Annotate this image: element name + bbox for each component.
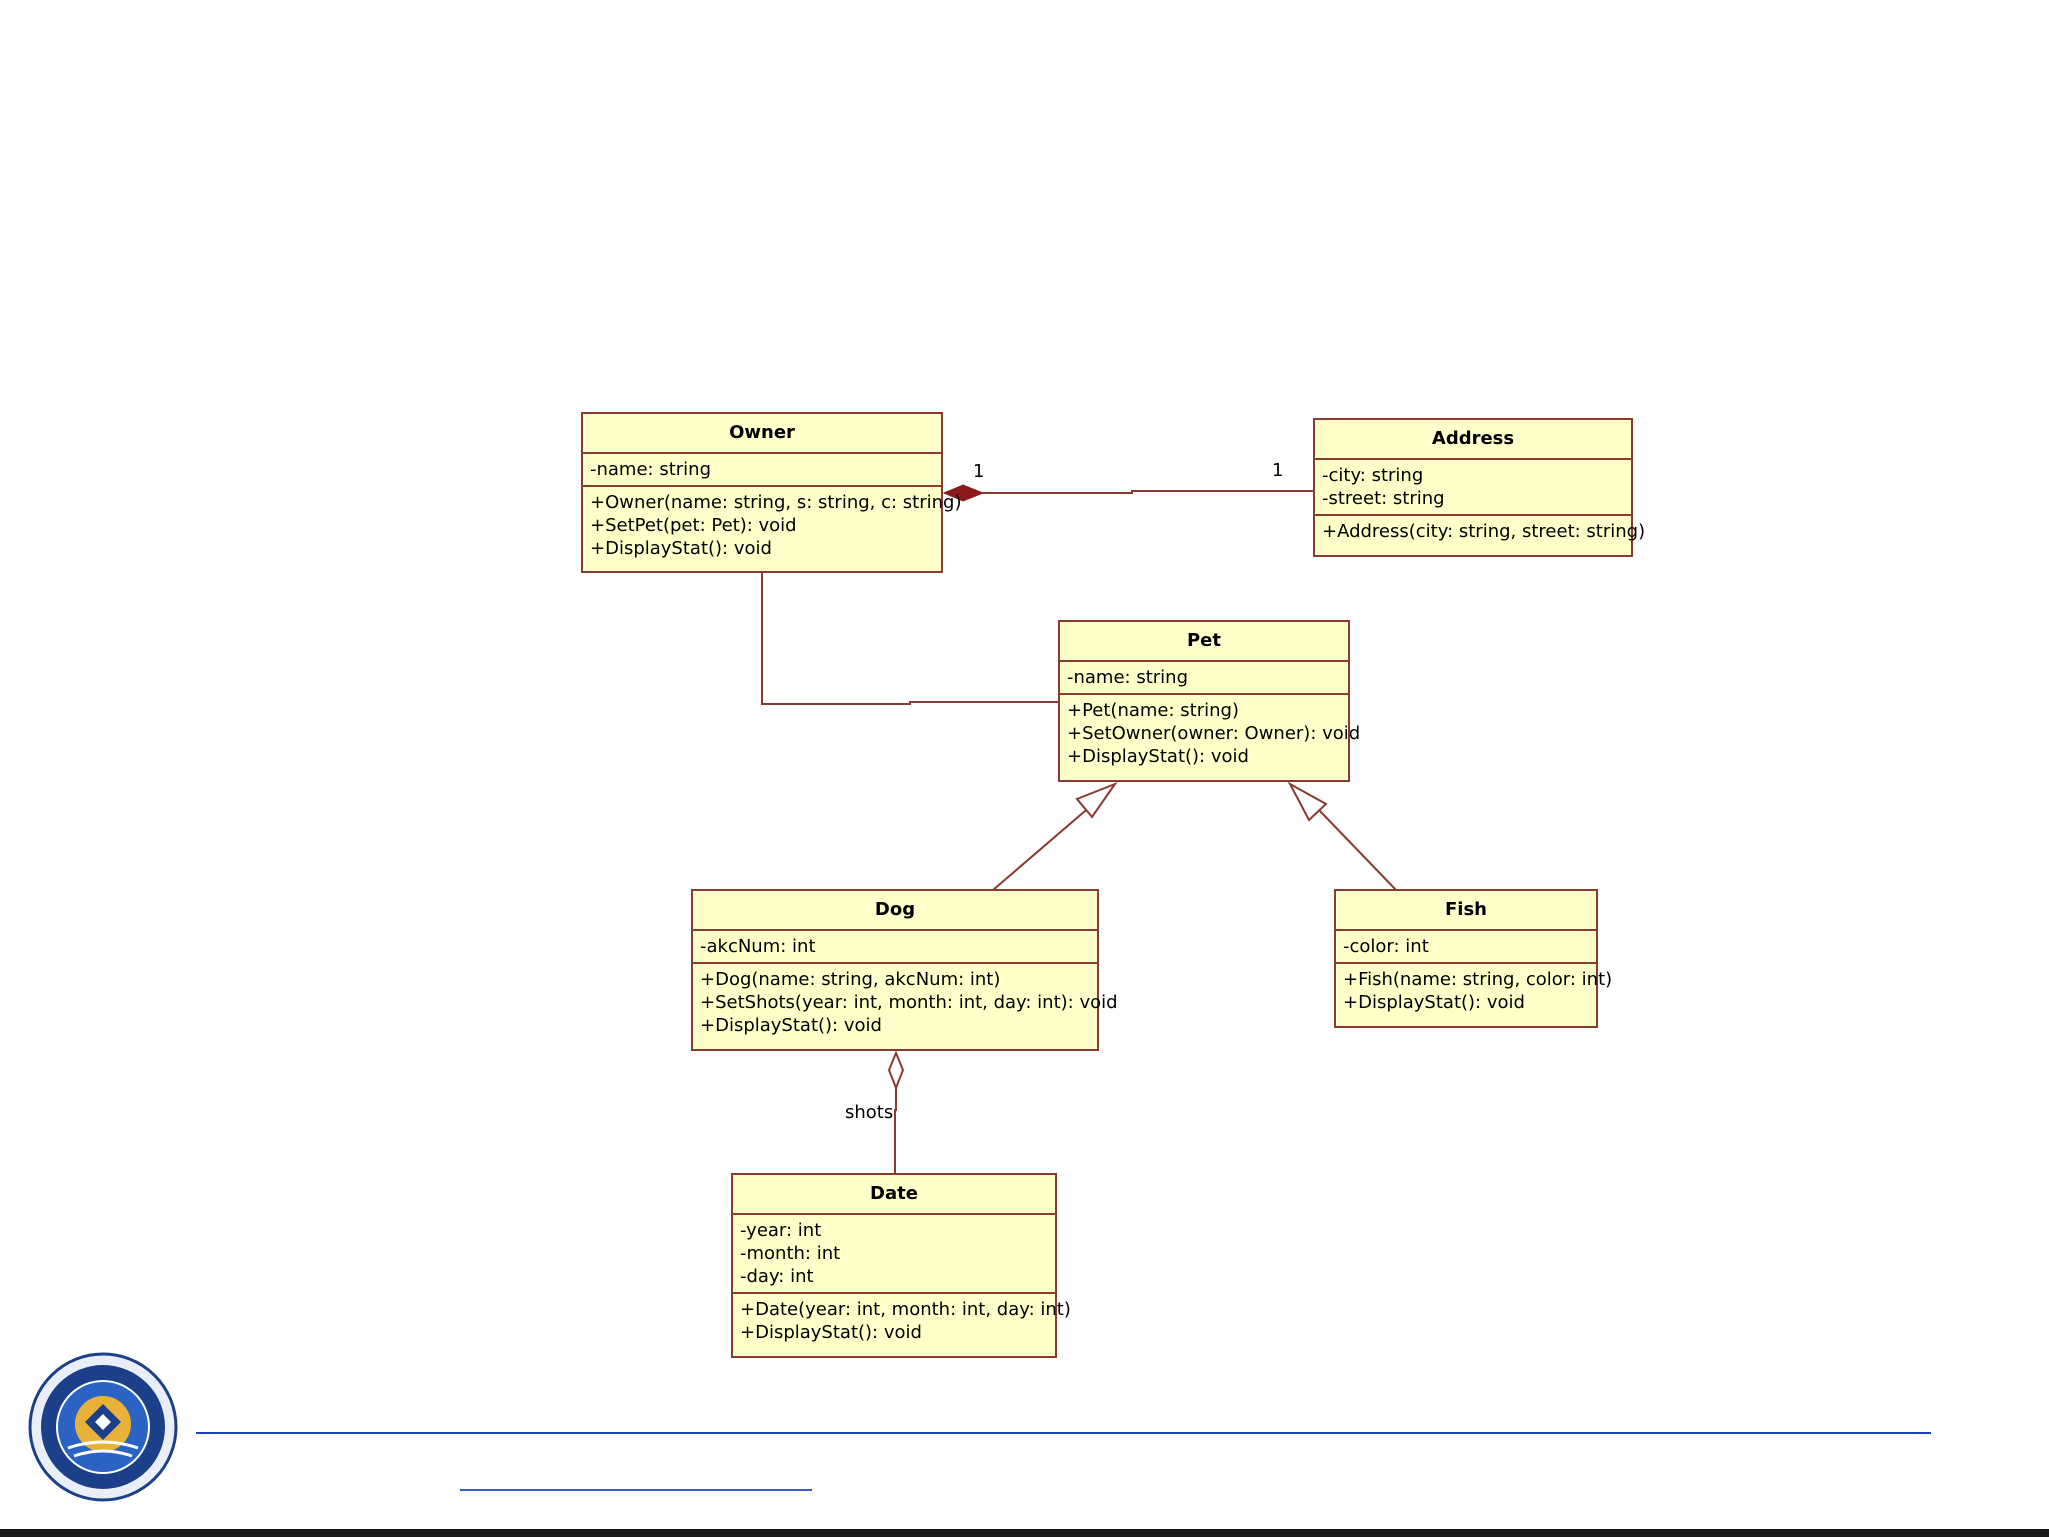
class-pet[interactable]: Pet -name: string +Pet(name: string) +Se…: [1058, 620, 1361, 782]
attributes-section: -color: int: [1336, 931, 1596, 964]
operation: +SetPet(pet: Pet): void: [590, 515, 797, 536]
class-date[interactable]: Date -year: int -month: int -day: int +D…: [731, 1173, 1071, 1358]
college-seal-icon: [28, 1352, 178, 1502]
attribute: -name: string: [1067, 667, 1188, 688]
operation: +DisplayStat(): void: [590, 538, 772, 559]
attribute: -street: string: [1322, 488, 1445, 509]
operation: +Pet(name: string): [1067, 700, 1239, 721]
class-fish[interactable]: Fish -color: int +Fish(name: string, col…: [1334, 889, 1613, 1028]
attribute: -color: int: [1343, 936, 1429, 957]
attributes-section: -city: string -street: string: [1315, 460, 1631, 516]
operations-section: +Dog(name: string, akcNum: int) +SetShot…: [693, 964, 1118, 1041]
multiplicity-owner: 1: [973, 461, 985, 482]
association-line-owner-pet: [761, 573, 1060, 705]
attribute: -month: int: [740, 1243, 841, 1264]
aggregation-line-dog-date: [894, 1088, 897, 1175]
operations-section: +Address(city: string, street: string): [1315, 516, 1646, 547]
attribute: -name: string: [590, 459, 711, 480]
footer-underline: [460, 1489, 812, 1491]
attributes-section: -name: string: [583, 454, 941, 487]
operation: +DisplayStat(): void: [700, 1015, 882, 1036]
attribute: -akcNum: int: [700, 936, 816, 957]
attribute: -day: int: [740, 1266, 814, 1287]
generalization-line-fish-pet: [1318, 809, 1397, 891]
operations-section: +Date(year: int, month: int, day: int) +…: [733, 1294, 1071, 1348]
class-owner[interactable]: Owner -name: string +Owner(name: string,…: [581, 412, 962, 573]
attributes-section: -year: int -month: int -day: int: [733, 1215, 1055, 1294]
composition-line-owner-address: [983, 490, 1316, 494]
attribute: -year: int: [740, 1220, 822, 1241]
operation: +SetOwner(owner: Owner): void: [1067, 723, 1361, 744]
class-address[interactable]: Address -city: string -street: string +A…: [1313, 418, 1646, 557]
generalization-arrow-icon-dog: [1075, 781, 1118, 819]
attribute: -city: string: [1322, 465, 1424, 486]
operation: +Owner(name: string, s: string, c: strin…: [590, 492, 962, 513]
operation: +Dog(name: string, akcNum: int): [700, 969, 1001, 990]
operations-section: +Owner(name: string, s: string, c: strin…: [583, 487, 962, 564]
composition-diamond-icon: [942, 484, 985, 502]
operation: +SetShots(year: int, month: int, day: in…: [700, 992, 1118, 1013]
operation: +Address(city: string, street: string): [1322, 521, 1646, 542]
multiplicity-address: 1: [1272, 460, 1284, 481]
footer-bar: [0, 1529, 2049, 1537]
footer-rule: [196, 1432, 1931, 1434]
attributes-section: -name: string: [1060, 662, 1348, 695]
operations-section: +Pet(name: string) +SetOwner(owner: Owne…: [1060, 695, 1361, 772]
class-dog[interactable]: Dog -akcNum: int +Dog(name: string, akcN…: [691, 889, 1118, 1051]
attributes-section: -akcNum: int: [693, 931, 1097, 964]
operation: +DisplayStat(): void: [1067, 746, 1249, 767]
class-name: Owner: [583, 414, 941, 454]
generalization-line-dog-pet: [992, 804, 1093, 891]
operations-section: +Fish(name: string, color: int) +Display…: [1336, 964, 1613, 1018]
operation: +DisplayStat(): void: [740, 1322, 922, 1343]
class-name: Pet: [1060, 622, 1348, 662]
class-name: Dog: [693, 891, 1097, 931]
role-label-shots: shots: [845, 1102, 894, 1123]
class-name: Address: [1315, 420, 1631, 460]
aggregation-diamond-icon: [887, 1050, 905, 1091]
operation: +Fish(name: string, color: int): [1343, 969, 1613, 990]
class-name: Date: [733, 1175, 1055, 1215]
generalization-arrow-icon-fish: [1287, 781, 1328, 822]
operation: +DisplayStat(): void: [1343, 992, 1525, 1013]
class-name: Fish: [1336, 891, 1596, 931]
operation: +Date(year: int, month: int, day: int): [740, 1299, 1071, 1320]
